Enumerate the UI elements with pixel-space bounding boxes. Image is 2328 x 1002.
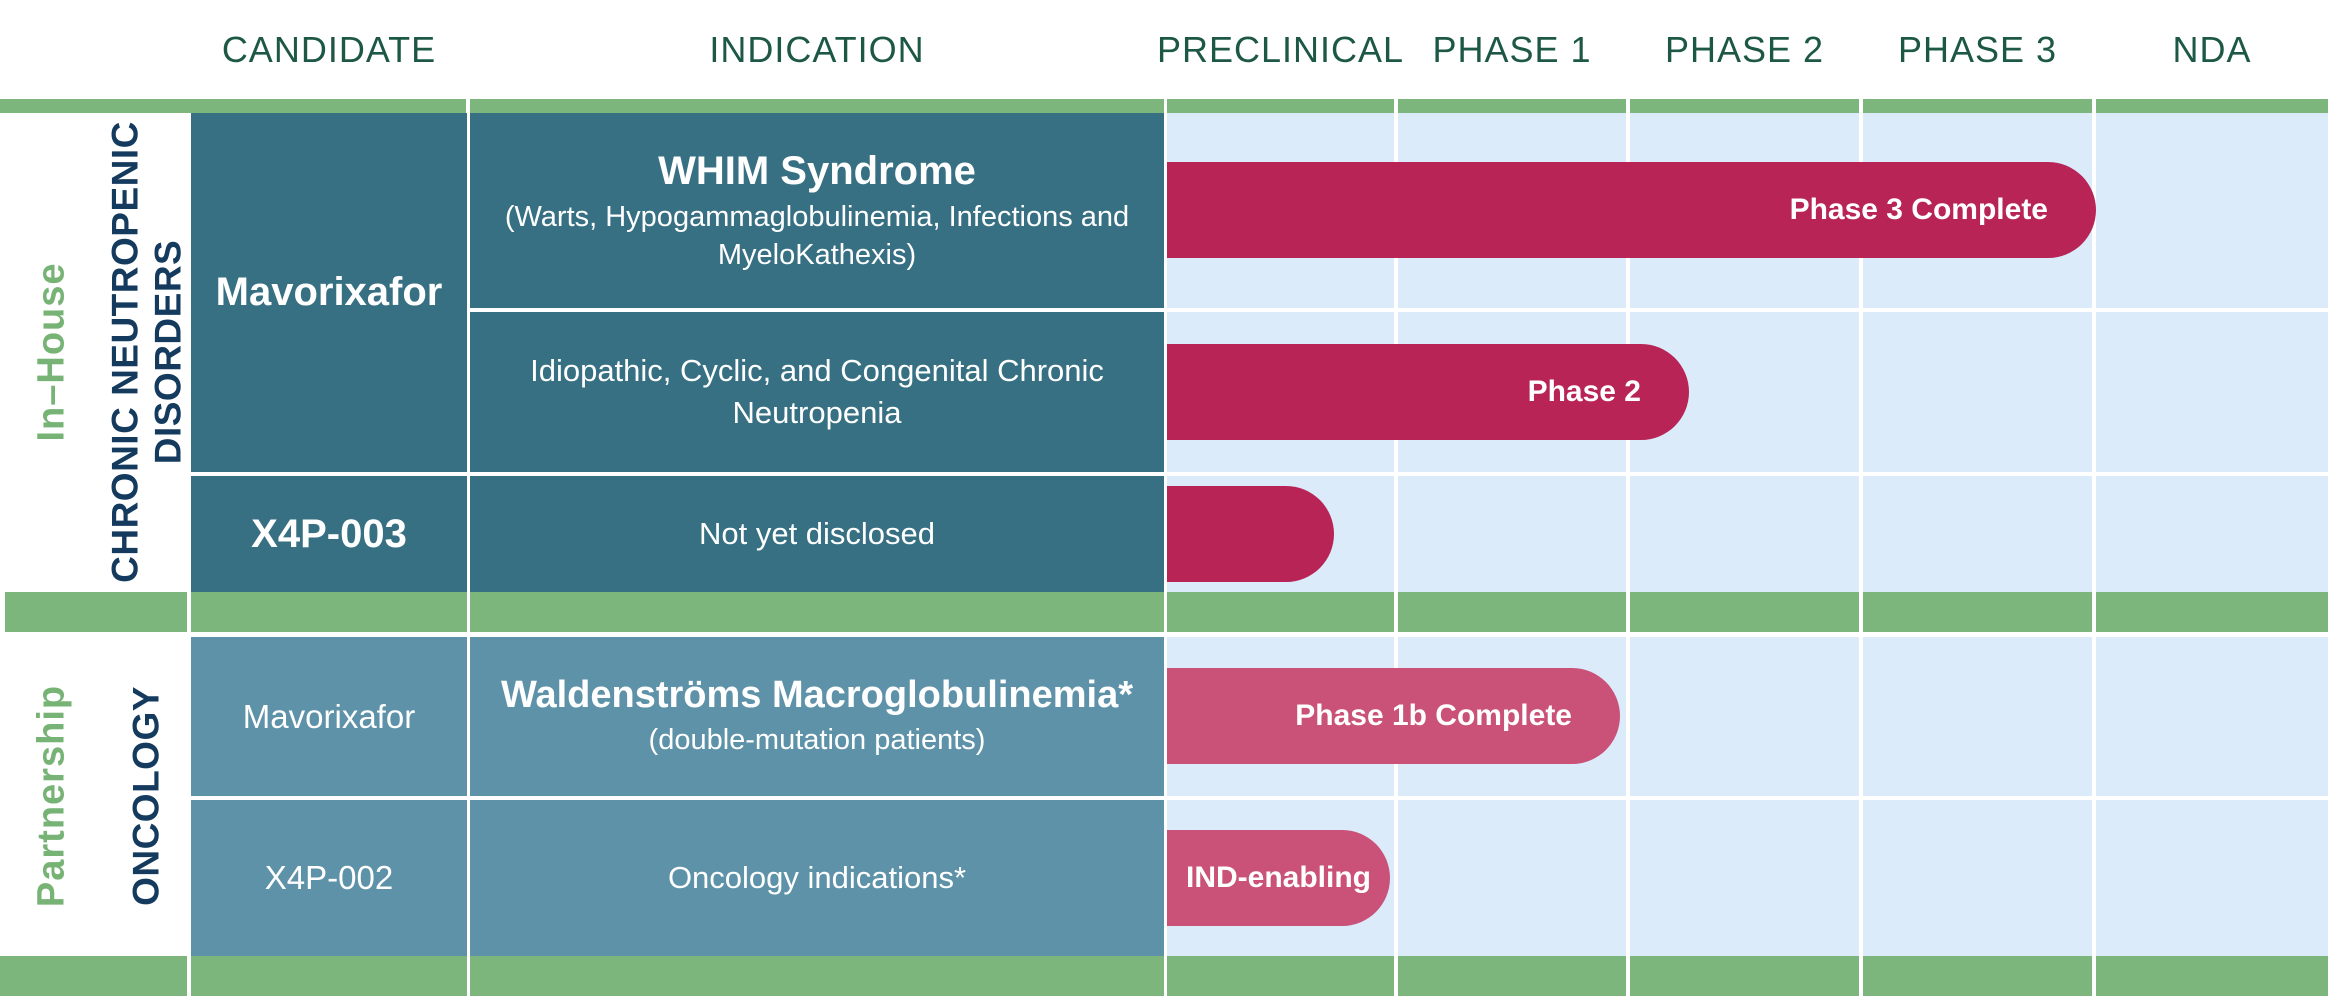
- indication-cell-chronic-neutropenia: Idiopathic, Cyclic, and Congenital Chron…: [470, 312, 1164, 472]
- divider-segment: [1863, 956, 2092, 996]
- candidate-cell-mavorixafor-oncology: Mavorixafor: [191, 637, 467, 796]
- progress-bar-waldenstroms-phase1b-complete: Phase 1b Complete: [1167, 668, 1620, 764]
- category-label-chronic-neutropenic-disorders: CHRONIC NEUTROPENIC DISORDERS: [104, 121, 188, 583]
- divider-segment: [470, 99, 1164, 113]
- indication-title: WHIM Syndrome: [658, 148, 976, 193]
- candidate-cell-mavorixafor: Mavorixafor: [191, 113, 467, 472]
- candidate-name: X4P-003: [251, 511, 407, 556]
- progress-bar-x4p003-preclinical: [1167, 486, 1334, 582]
- indication-cell-whim-syndrome: WHIM Syndrome (Warts, Hypogammaglobuline…: [470, 113, 1164, 308]
- divider-segment: [1630, 99, 1859, 113]
- divider-segment: [191, 956, 467, 996]
- column-header-phase2: PHASE 2: [1664, 28, 1825, 70]
- phase-gridline: [1626, 637, 1630, 956]
- divider-segment: [2096, 99, 2328, 113]
- phase-gridline: [1394, 637, 1398, 956]
- column-header-phase3: PHASE 3: [1897, 28, 2058, 70]
- candidate-name: Mavorixafor: [242, 697, 416, 735]
- indication-cell-waldenstroms: Waldenströms Macroglobulinemia* (double-…: [470, 637, 1164, 796]
- candidate-name: Mavorixafor: [215, 270, 443, 314]
- divider-segment: [1167, 956, 1394, 996]
- progress-bar-neutropenia-phase2: Phase 2: [1167, 344, 1689, 440]
- divider-segment: [1167, 592, 1394, 632]
- phase-gridline: [2092, 113, 2096, 592]
- column-header-candidate: CANDIDATE: [221, 28, 437, 70]
- column-header-phase1: PHASE 1: [1432, 28, 1592, 70]
- candidate-cell-x4p-002: X4P-002: [191, 800, 467, 956]
- phase-gridline: [2092, 637, 2096, 956]
- indication-text: Oncology indications*: [667, 860, 967, 896]
- phase-gridline: [1859, 637, 1863, 956]
- divider-segment: [470, 956, 1164, 996]
- candidate-name: X4P-002: [264, 859, 394, 896]
- chart-track: [1167, 476, 2328, 592]
- indication-title: Waldenströms Macroglobulinemia*: [500, 673, 1134, 716]
- divider-segment: [0, 99, 466, 113]
- indication-cell-not-yet-disclosed: Not yet disclosed: [470, 476, 1164, 592]
- candidate-cell-x4p-003: X4P-003: [191, 476, 467, 592]
- indication-subtitle: (double-mutation patients): [648, 724, 986, 757]
- bar-label: Phase 2: [1527, 375, 1641, 408]
- divider-segment: [1630, 592, 1859, 632]
- indication-cell-oncology-indications: Oncology indications*: [470, 800, 1164, 956]
- phase-gridline: [1859, 113, 1863, 592]
- divider-segment: [191, 592, 467, 632]
- column-header-nda: NDA: [2172, 28, 2252, 70]
- divider-segment: [470, 592, 1164, 632]
- group-label-partnership: Partnership: [30, 684, 73, 908]
- divider-segment: [1863, 592, 2092, 632]
- divider-segment: [5, 592, 187, 632]
- progress-bar-whim-phase3-complete: Phase 3 Complete: [1167, 162, 2096, 258]
- divider-segment: [1398, 592, 1626, 632]
- divider-segment: [1398, 956, 1626, 996]
- column-header-indication: INDICATION: [709, 28, 925, 70]
- bar-label: IND-enabling: [1186, 861, 1371, 894]
- divider-segment: [1630, 956, 1859, 996]
- column-header-preclinical: PRECLINICAL: [1156, 28, 1405, 70]
- progress-bar-x4p002-ind-enabling: IND-enabling: [1167, 830, 1390, 926]
- divider-segment: [0, 956, 187, 996]
- indication-subtitle: (Warts, Hypogammaglobulinemia, Infection…: [504, 200, 1130, 271]
- indication-text: Not yet disclosed: [698, 516, 936, 552]
- bar-label: Phase 1b Complete: [1295, 699, 1572, 732]
- divider-segment: [1398, 99, 1626, 113]
- divider-segment: [2096, 956, 2328, 996]
- divider-segment: [1167, 99, 1394, 113]
- divider-segment: [1863, 99, 2092, 113]
- bar-label: Phase 3 Complete: [1789, 193, 2048, 226]
- category-label-oncology: ONCOLOGY: [125, 686, 167, 906]
- divider-segment: [2096, 592, 2328, 632]
- indication-text: Idiopathic, Cyclic, and Congenital Chron…: [530, 353, 1104, 430]
- group-label-in-house: In–House: [30, 262, 73, 442]
